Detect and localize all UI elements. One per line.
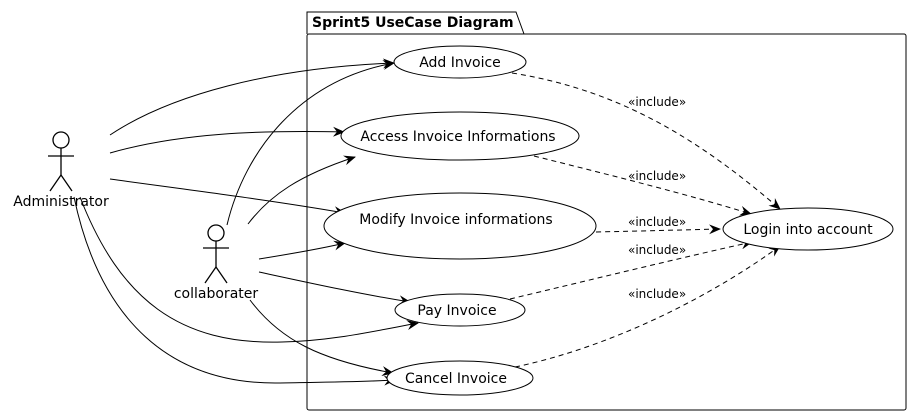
usecase-access-invoice-label: Access Invoice Informations [360,129,555,145]
include-modify-login [595,224,721,235]
usecase-pay-invoice-label: Pay Invoice [417,303,496,319]
actor-collaborater-label: collaborater [174,286,259,302]
edge-collab-access [247,155,356,225]
usecase-pay-invoice[interactable]: Pay Invoice [394,293,526,327]
usecase-cancel-invoice[interactable]: Cancel Invoice [386,360,534,396]
usecase-add-invoice-label: Add Invoice [419,55,501,71]
edge-collab-modify [258,240,346,260]
usecase-access-invoice[interactable]: Access Invoice Informations [340,111,580,161]
usecase-add-invoice[interactable]: Add Invoice [393,45,527,79]
edge-admin-cancel [73,196,396,386]
include-label: «include» [628,95,686,109]
actor-collaborater[interactable] [203,224,229,284]
usecase-cancel-invoice-label: Cancel Invoice [405,371,507,387]
actor-head-icon [52,131,70,149]
actor-administrator[interactable] [48,131,74,192]
usecase-login[interactable]: Login into account [722,207,894,251]
edge-collab-cancel [249,299,394,376]
package-frame: Sprint5 UseCase Diagram [306,11,907,411]
include-label: «include» [628,243,686,257]
actor-administrator-label: Administrator [13,194,109,210]
usecase-modify-invoice-label: Modify Invoice informations [359,212,552,228]
collab-associations [226,60,411,376]
edge-admin-pay [79,196,419,343]
edge-collab-pay [258,271,411,306]
admin-associations [73,58,419,386]
include-label: «include» [628,215,686,229]
actor-head-icon [207,224,225,242]
edge-admin-access [109,126,345,154]
include-add-login [511,72,781,210]
package-title: Sprint5 UseCase Diagram [312,15,514,31]
edge-collab-add [226,60,395,226]
edge-admin-modify [109,178,346,217]
include-cancel-login [514,245,781,368]
include-label: «include» [628,287,686,301]
usecase-modify-invoice[interactable]: Modify Invoice informations [323,192,597,260]
include-edges [509,72,781,368]
usecase-login-label: Login into account [743,222,873,238]
edge-admin-add [109,58,395,136]
include-access-login [533,155,752,216]
include-label: «include» [628,169,686,183]
include-pay-login [509,239,753,300]
